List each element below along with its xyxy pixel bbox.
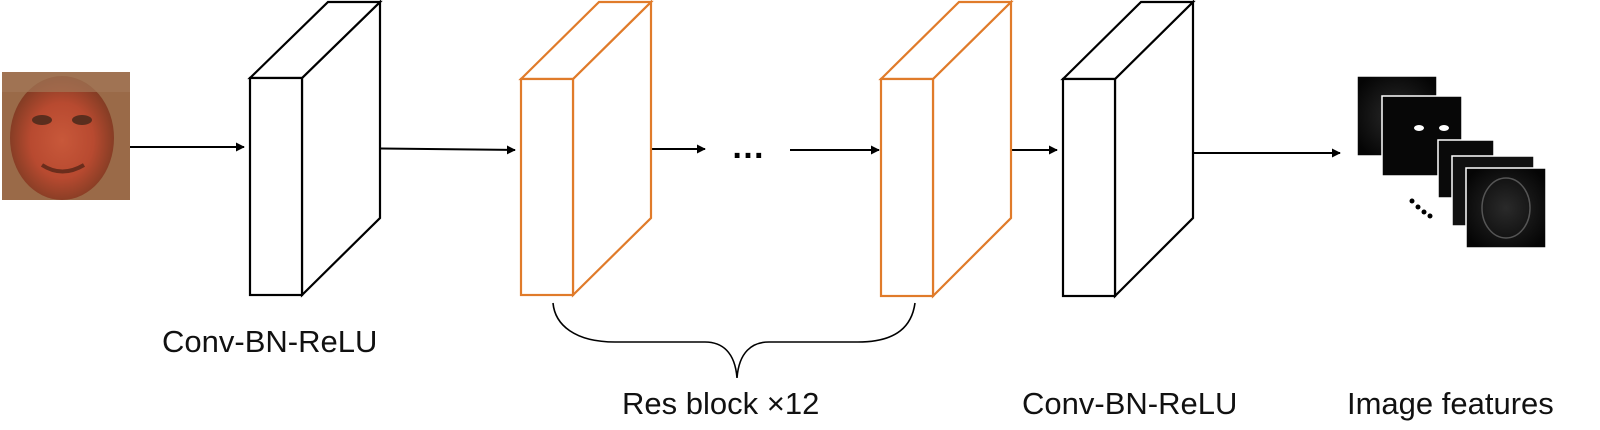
- feature-maps-stack-icon: [1356, 75, 1547, 249]
- conv-block-1: [247, 0, 383, 298]
- ellipsis: …: [731, 128, 765, 166]
- conv-block-2-front: [1061, 77, 1117, 298]
- res-block-label: Res block ×12: [622, 386, 819, 421]
- res-block-first-front: [519, 77, 575, 297]
- features-label: Image features: [1347, 386, 1554, 421]
- feature-map-eye-right: [1439, 125, 1449, 131]
- feature-map-eye-left: [1414, 125, 1424, 131]
- res-block-last-front: [879, 77, 935, 298]
- feature-map: [1465, 167, 1547, 249]
- stack-dot: [1415, 204, 1421, 210]
- stack-dot: [1427, 213, 1433, 219]
- stack-dot: [1421, 209, 1427, 215]
- conv-block-1-front: [248, 76, 304, 297]
- res-block-first: [518, 0, 654, 298]
- face-photo-icon: [2, 72, 130, 200]
- conv-block-2: [1060, 0, 1196, 299]
- res-block-brace: [552, 302, 916, 379]
- stack-dot: [1409, 198, 1415, 204]
- conv-label-2: Conv-BN-ReLU: [1022, 386, 1237, 421]
- conv-label-1: Conv-BN-ReLU: [162, 324, 377, 359]
- feature-map-face-outline: [1481, 177, 1531, 239]
- res-block-last: [878, 0, 1014, 299]
